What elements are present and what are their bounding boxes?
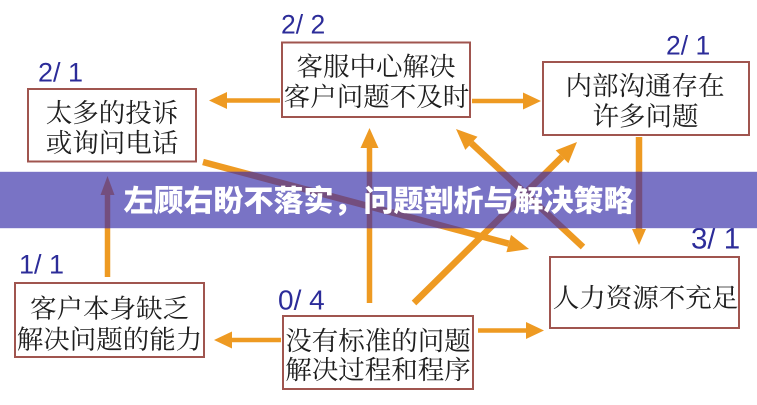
svg-text:0/ 4: 0/ 4 (278, 285, 325, 316)
svg-text:2/ 2: 2/ 2 (281, 10, 325, 40)
svg-text:2/ 1: 2/ 1 (38, 58, 83, 88)
svg-text:2/ 1: 2/ 1 (666, 31, 710, 61)
svg-text:1/ 1: 1/ 1 (19, 250, 64, 280)
